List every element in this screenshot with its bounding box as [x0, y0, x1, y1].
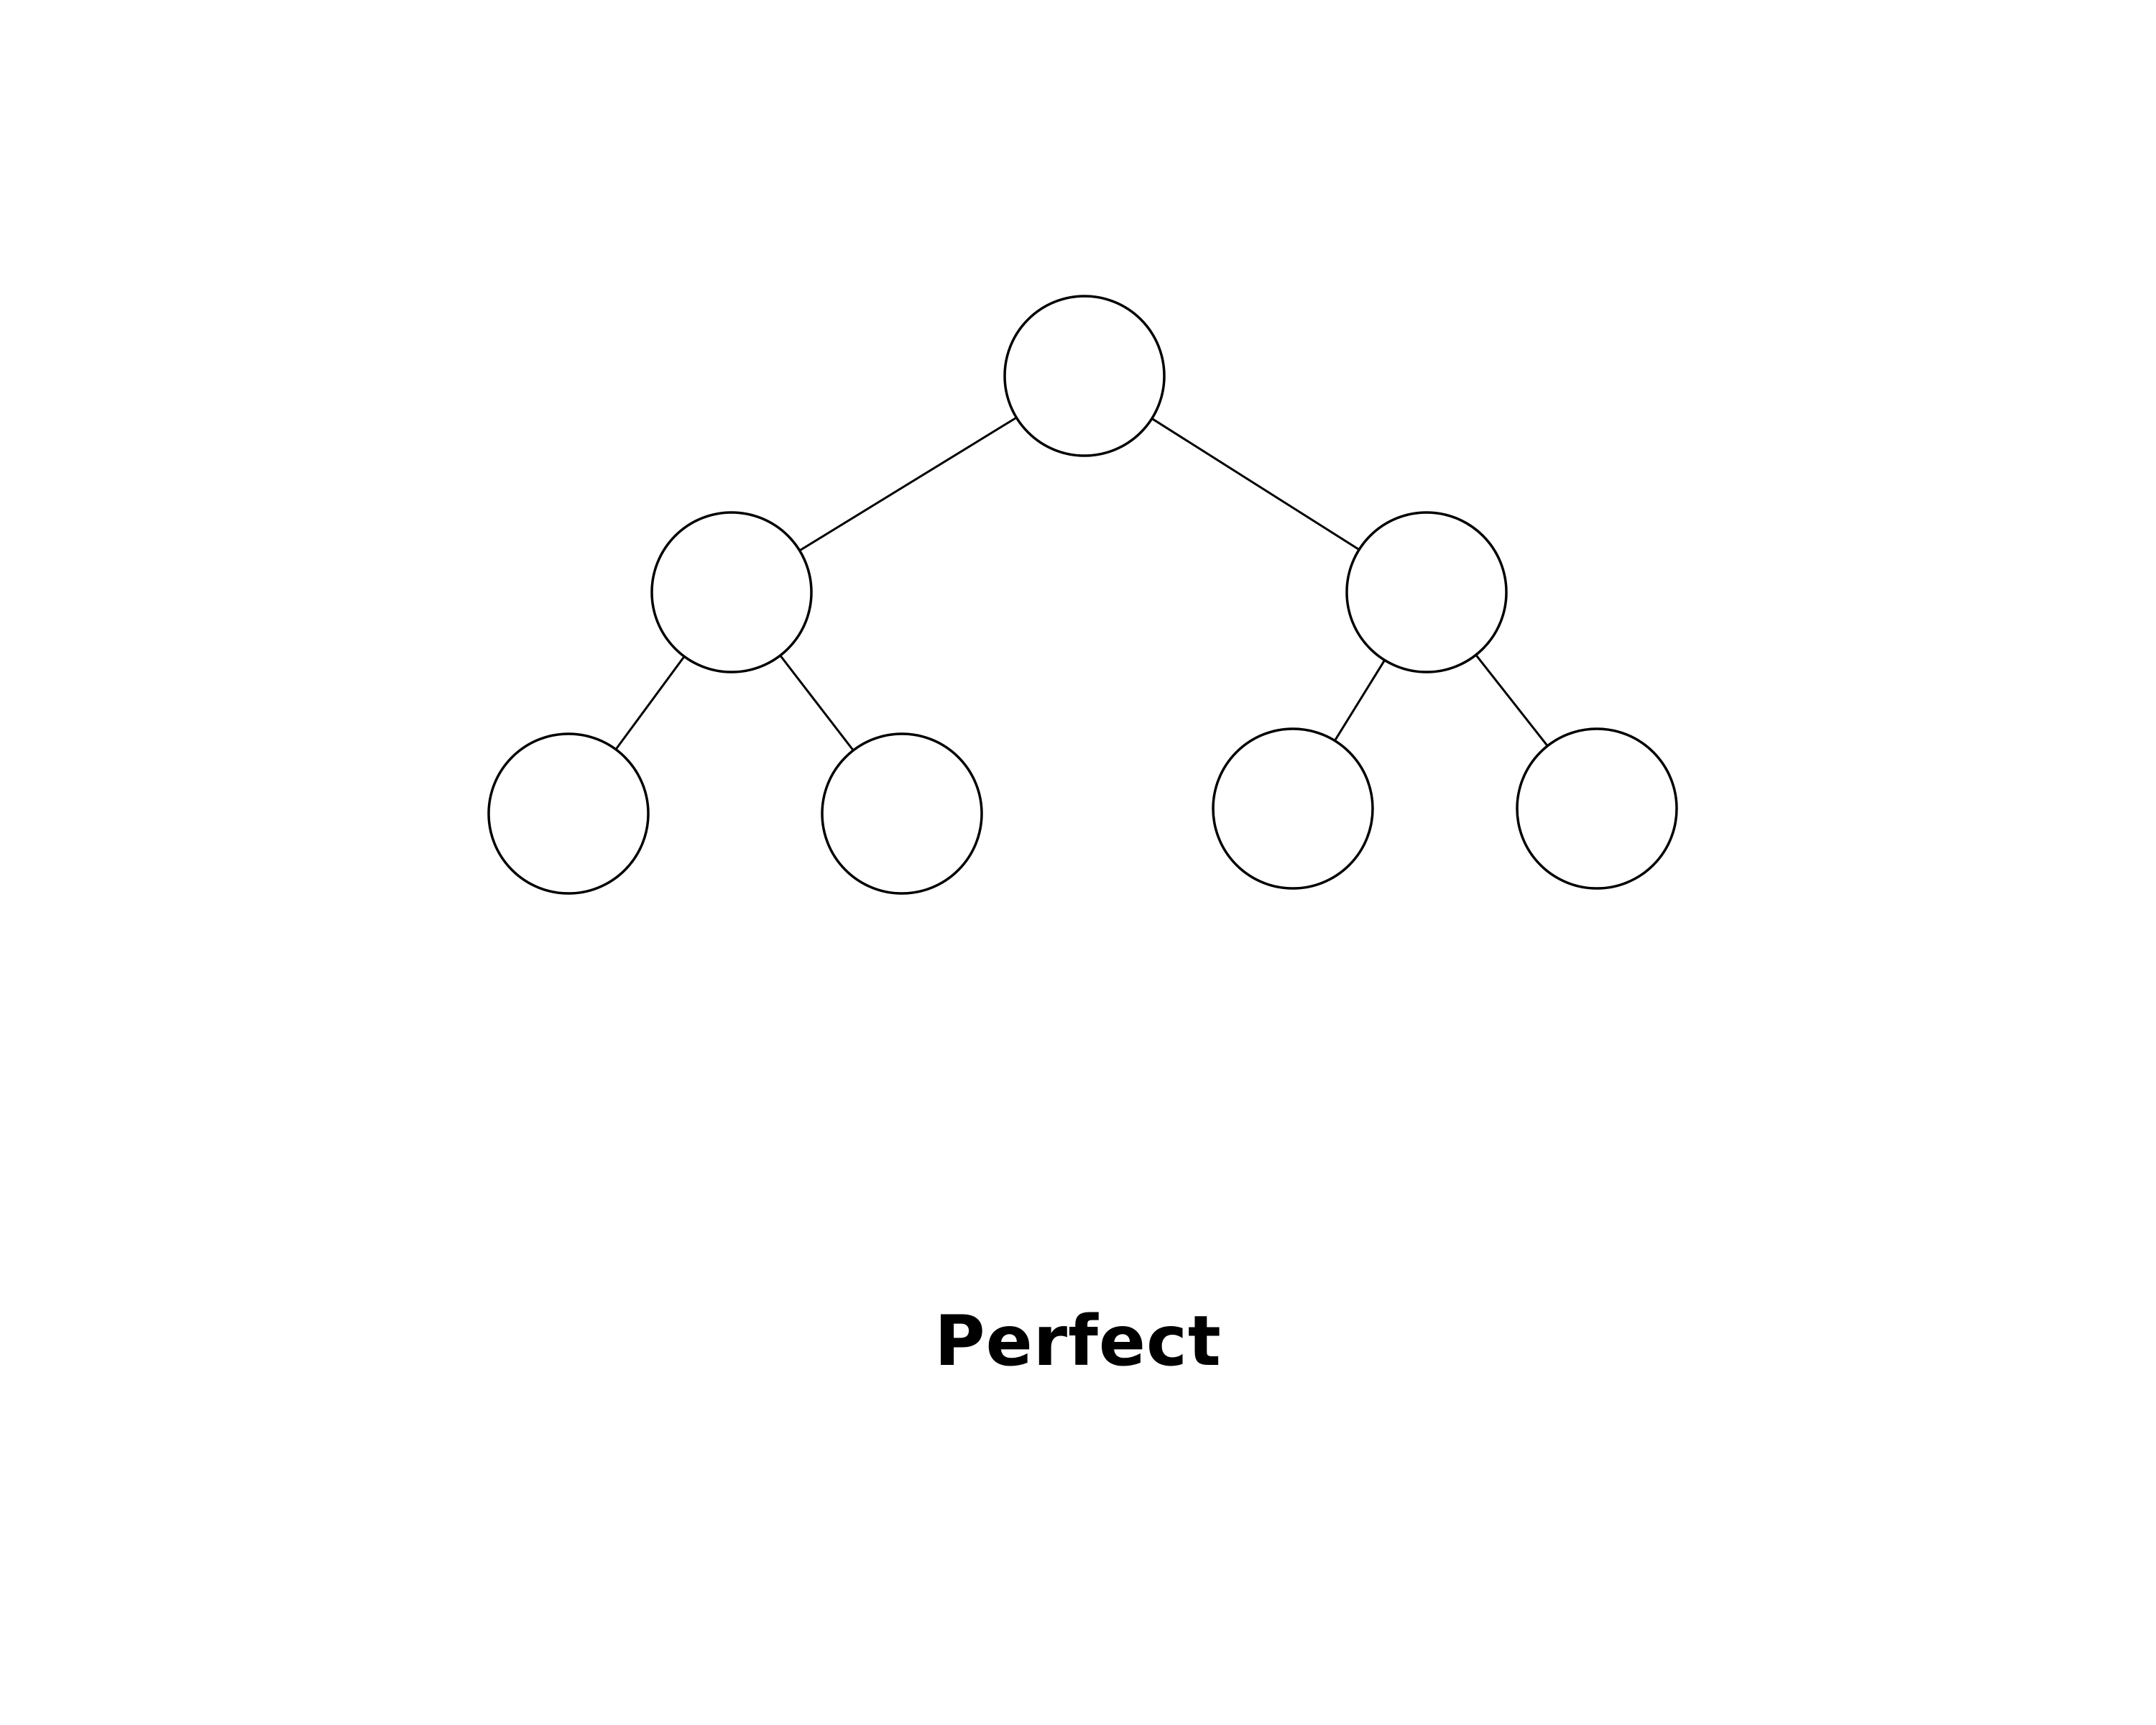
tree-edges [614, 416, 1549, 751]
diagram-caption: Perfect [934, 1301, 1222, 1381]
edge-root-to-left [798, 416, 1018, 552]
tree-nodes [487, 295, 1678, 895]
edge-right-to-right-right [1475, 654, 1549, 747]
tree-node-left-right [821, 732, 983, 895]
edge-left-to-left-right [779, 655, 854, 751]
tree-node-root [1003, 295, 1166, 457]
edge-left-to-left-left [614, 656, 686, 750]
tree-node-left [650, 511, 813, 673]
tree-node-left-left [487, 732, 650, 895]
tree-node-right-right [1516, 727, 1678, 890]
tree-node-right [1345, 511, 1508, 673]
tree-node-right-left [1212, 727, 1374, 890]
edge-root-to-right [1151, 418, 1360, 551]
edge-right-to-right-left [1334, 659, 1386, 742]
